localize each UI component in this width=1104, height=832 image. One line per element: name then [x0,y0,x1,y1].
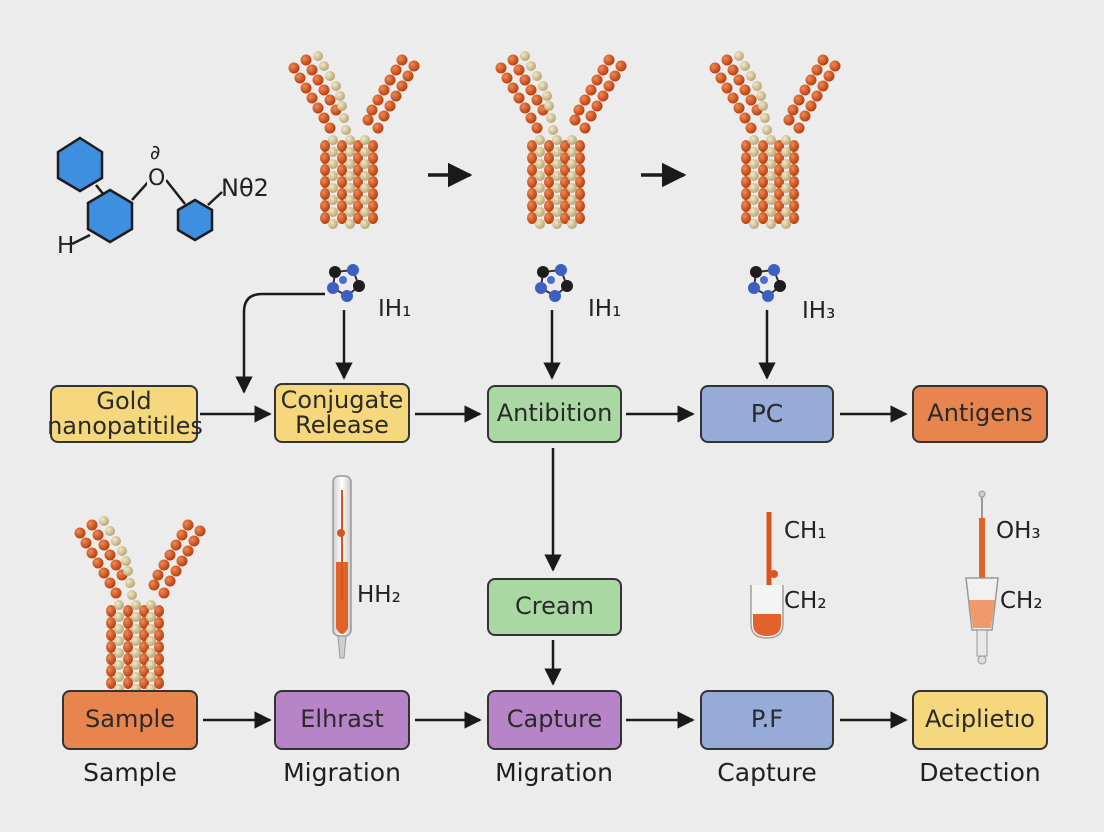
test-tube-oh [965,490,999,665]
box-conjugate-line1: Conjugate [280,385,404,414]
box-capture: Capture [487,690,622,750]
antibody-3 [709,51,841,229]
caption-detection: Detection [919,758,1041,787]
cluster-label-1: IH₁ [378,296,412,322]
box-antibition: Antibition [487,385,622,443]
substituent-label: Nθ2 [221,174,269,202]
hydrogen-label: H [57,233,75,259]
molecule-cluster-1 [326,263,366,303]
antibody-1 [288,51,420,229]
box-sample: Sample [62,690,198,750]
molecule-structure [56,136,223,246]
box-gold-line2: nanopatitiles [47,412,203,440]
box-pf: P.F [700,690,834,750]
oxygen-top-label: ∂ [150,140,161,164]
tube-label-oh3: OH₃ [996,518,1041,544]
box-elhrast: Elhrast [274,690,410,750]
cluster-label-2: IH₁ [588,296,622,322]
box-antigens: Antigens [912,385,1048,443]
oxygen-label: O [147,166,167,191]
test-tube-ch [750,512,784,639]
tube-label-ch2-b: CH₂ [1000,588,1043,614]
molecule-cluster-3 [747,263,787,303]
caption-migration-1: Migration [283,758,401,787]
caption-capture: Capture [717,758,817,787]
molecule-cluster-2 [534,263,574,303]
box-gold-line1: Gold [96,386,152,415]
box-cream: Cream [487,578,622,636]
tube-label-hh2: HH₂ [357,582,401,608]
box-conjugate-line2: Release [295,411,389,439]
flow-arrows [200,162,908,729]
box-pc: PC [700,385,834,443]
tube-label-ch1: CH₁ [784,518,827,544]
antibody-sample [74,516,206,694]
box-acipliet: Aciplietıo [912,690,1048,750]
tube-label-ch2: CH₂ [784,588,827,614]
caption-sample: Sample [83,758,177,787]
cluster-label-3: IH₃ [802,298,836,324]
caption-migration-2: Migration [495,758,613,787]
antibody-2 [495,51,627,229]
test-tube-hh2 [332,475,352,659]
